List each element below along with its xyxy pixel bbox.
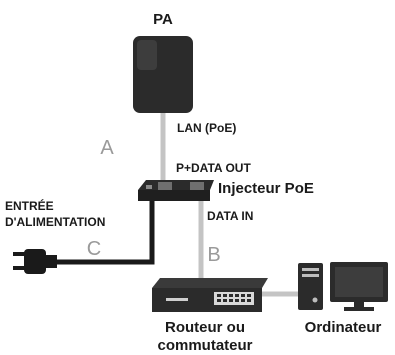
power-input-label-line2: D'ALIMENTATION	[5, 215, 105, 229]
cable-a-letter: A	[100, 137, 114, 159]
computer-tower-icon	[298, 263, 323, 310]
router-switch-icon	[152, 278, 268, 312]
power-plug-icon	[13, 249, 57, 274]
ap-title: PA	[153, 11, 173, 28]
lan-poe-label: LAN (PoE)	[177, 121, 236, 135]
poe-injector-icon	[138, 180, 214, 201]
data-in-label: DATA IN	[207, 209, 253, 223]
access-point-icon	[133, 36, 193, 113]
injector-label: Injecteur PoE	[218, 180, 314, 197]
computer-label: Ordinateur	[305, 319, 382, 336]
p-data-out-label: P+DATA OUT	[176, 161, 251, 175]
router-label-line1: Routeur ou	[165, 319, 245, 336]
power-input-label-line1: ENTRÉE	[5, 198, 54, 213]
cable-c	[55, 196, 155, 265]
monitor-icon	[330, 262, 388, 311]
cable-b-letter: B	[207, 244, 220, 266]
cable-c-letter: C	[87, 238, 101, 260]
router-label-line2: commutateur	[157, 337, 252, 354]
